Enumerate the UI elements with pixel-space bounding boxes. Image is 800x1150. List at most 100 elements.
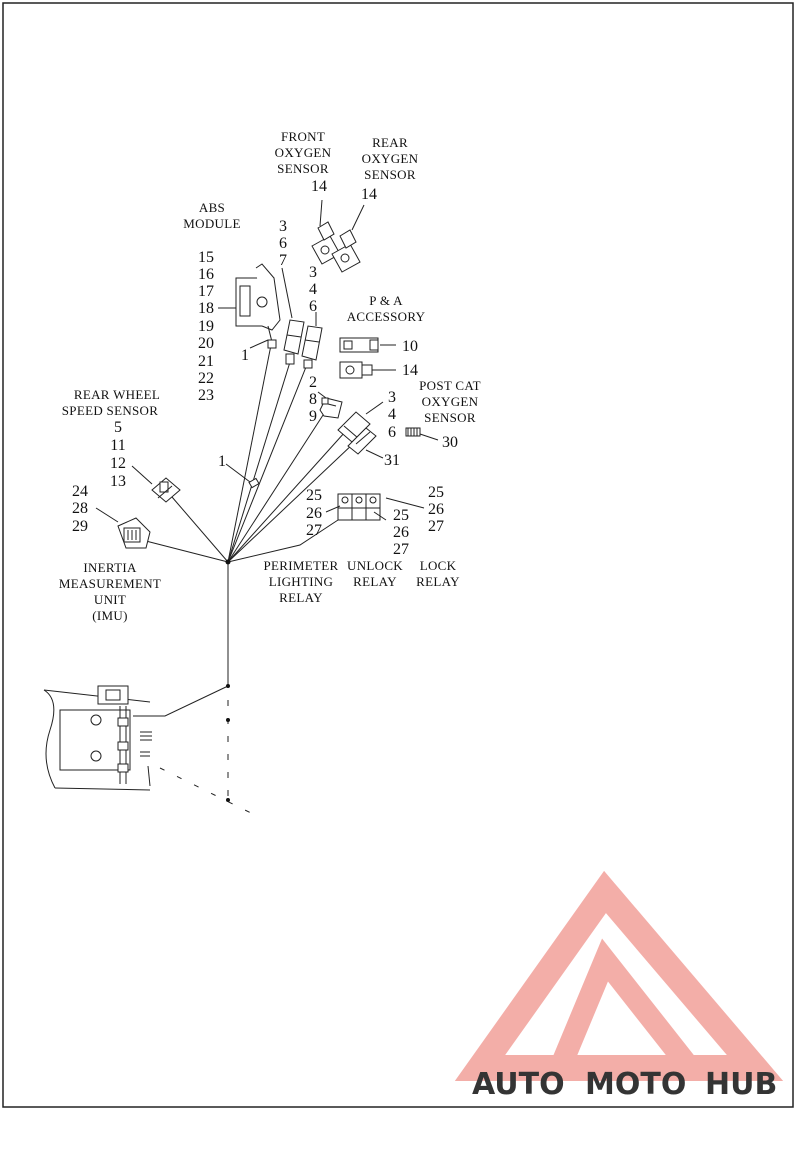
callout-pa-14: 14 [402, 362, 418, 379]
label-rear-o2-line3: SENSOR [364, 167, 416, 182]
callout-imu-24: 24 [72, 483, 88, 500]
connector-a [283, 319, 305, 365]
callout-abs-15: 15 [198, 249, 214, 266]
component-labels: FRONT OXYGEN SENSOR REAR OXYGEN SENSOR A… [59, 129, 481, 623]
callout-conn-b-3: 3 [309, 264, 317, 281]
leader-post-cat-plug [365, 449, 384, 459]
leader-relay-left [325, 505, 341, 513]
leader-rear-o2 [351, 204, 365, 231]
callout-relay-right-25: 25 [428, 484, 444, 501]
leader-connector-c [317, 391, 327, 399]
page-border [2, 2, 794, 1108]
callout-abs-21: 21 [198, 353, 214, 370]
callout-abs-20: 20 [198, 335, 214, 352]
callout-relay-right-26: 26 [428, 501, 444, 518]
label-imu-line4: (IMU) [92, 608, 127, 623]
pa-accessory-connector-10 [339, 337, 379, 353]
label-imu-line1: INERTIA [83, 560, 137, 575]
rear-wheel-speed-sensor-connector [151, 477, 181, 503]
callout-wheel-5: 5 [114, 419, 122, 436]
leader-relay-right [385, 497, 425, 509]
callout-abs-23: 23 [198, 387, 214, 404]
callout-rear-o2: 14 [361, 186, 377, 203]
callout-relay-mid-27: 27 [393, 541, 409, 558]
label-lock-line2: RELAY [416, 574, 460, 589]
callout-post-cat-30: 30 [442, 434, 458, 451]
callout-relay-mid-26: 26 [393, 524, 409, 541]
harness-dot-a [226, 718, 230, 722]
callout-conn-c-2: 2 [309, 374, 317, 391]
callout-conn-c-9: 9 [309, 408, 317, 425]
callout-pa-10: 10 [402, 338, 418, 355]
leader-relay-mid [373, 511, 387, 521]
leader-front-o2 [319, 199, 323, 227]
callout-abs-19: 19 [198, 318, 214, 335]
harness-dot-b [226, 798, 230, 802]
harness-junction [225, 559, 231, 565]
leader-wheel-speed [131, 465, 153, 485]
label-front-o2-line1: FRONT [281, 129, 325, 144]
label-wheel-line1: REAR WHEEL [74, 387, 160, 402]
callout-wheel-13: 13 [110, 473, 126, 490]
callout-conn-a-6: 6 [279, 235, 287, 252]
watermark-moto: MOTO [585, 1067, 686, 1102]
callout-front-o2: 14 [311, 178, 327, 195]
watermark-hub: HUB [705, 1067, 777, 1102]
abs-module [235, 263, 281, 349]
label-rear-o2-line2: OXYGEN [362, 151, 419, 166]
callout-abs-22: 22 [198, 370, 214, 387]
label-pa-line2: ACCESSORY [347, 309, 426, 324]
chassis-frame [43, 685, 152, 791]
callout-relay-left-27: 27 [306, 522, 322, 539]
label-lock-line1: LOCK [420, 558, 457, 573]
label-perimeter-line3: RELAY [279, 590, 323, 605]
watermark-triangle-inner [543, 938, 713, 1079]
post-cat-connector [337, 411, 377, 455]
callout-abs-18: 18 [198, 300, 214, 317]
callout-abs-17: 17 [198, 283, 214, 300]
leader-connector-a [281, 267, 293, 319]
label-imu-line3: UNIT [94, 592, 126, 607]
label-front-o2-line3: SENSOR [277, 161, 329, 176]
callout-conn-b-4: 4 [309, 281, 317, 298]
callout-mid-clip: 1 [218, 453, 226, 470]
label-unlock-line2: RELAY [353, 574, 397, 589]
watermark-auto: AUTO [472, 1067, 565, 1102]
harness-wires [133, 339, 356, 816]
callout-post-cat-6: 6 [388, 424, 396, 441]
label-perimeter-line1: PERIMETER [264, 558, 339, 573]
label-unlock-line1: UNLOCK [347, 558, 403, 573]
connector-b [301, 325, 323, 369]
callout-conn-a-7: 7 [279, 252, 287, 269]
callout-conn-c-8: 8 [309, 391, 317, 408]
rear-oxygen-sensor-connector [331, 229, 361, 273]
label-post-cat-line2: OXYGEN [422, 394, 479, 409]
label-post-cat-line3: SENSOR [424, 410, 476, 425]
callout-relay-right-27: 27 [428, 518, 444, 535]
label-abs-line2: MODULE [183, 216, 240, 231]
label-perimeter-line2: LIGHTING [269, 574, 334, 589]
pa-accessory-connector-14 [339, 361, 373, 379]
leader-abs-clip [249, 339, 269, 349]
label-wheel-line2: SPEED SENSOR [62, 403, 158, 418]
label-pa-line1: P & A [369, 293, 403, 308]
label-front-o2-line2: OXYGEN [275, 145, 332, 160]
relay-block [337, 493, 381, 521]
callout-numbers: 14 14 15 16 17 18 19 20 21 22 23 1 3 6 7… [72, 178, 458, 558]
front-oxygen-sensor-connector [311, 221, 341, 265]
callout-conn-a-3: 3 [279, 218, 287, 235]
callout-imu-29: 29 [72, 518, 88, 535]
callout-relay-left-26: 26 [306, 505, 322, 522]
callout-relay-mid-25: 25 [393, 507, 409, 524]
callout-conn-b-6: 6 [309, 298, 317, 315]
post-cat-oxygen-sensor [405, 427, 421, 437]
callout-imu-28: 28 [72, 500, 88, 517]
harness-junction-lower [226, 684, 230, 688]
callout-post-cat-31: 31 [384, 452, 400, 469]
connector-c [319, 397, 343, 419]
leader-post-cat-sensor [419, 433, 439, 441]
label-rear-o2-line1: REAR [372, 135, 408, 150]
callout-wheel-11: 11 [110, 437, 125, 454]
